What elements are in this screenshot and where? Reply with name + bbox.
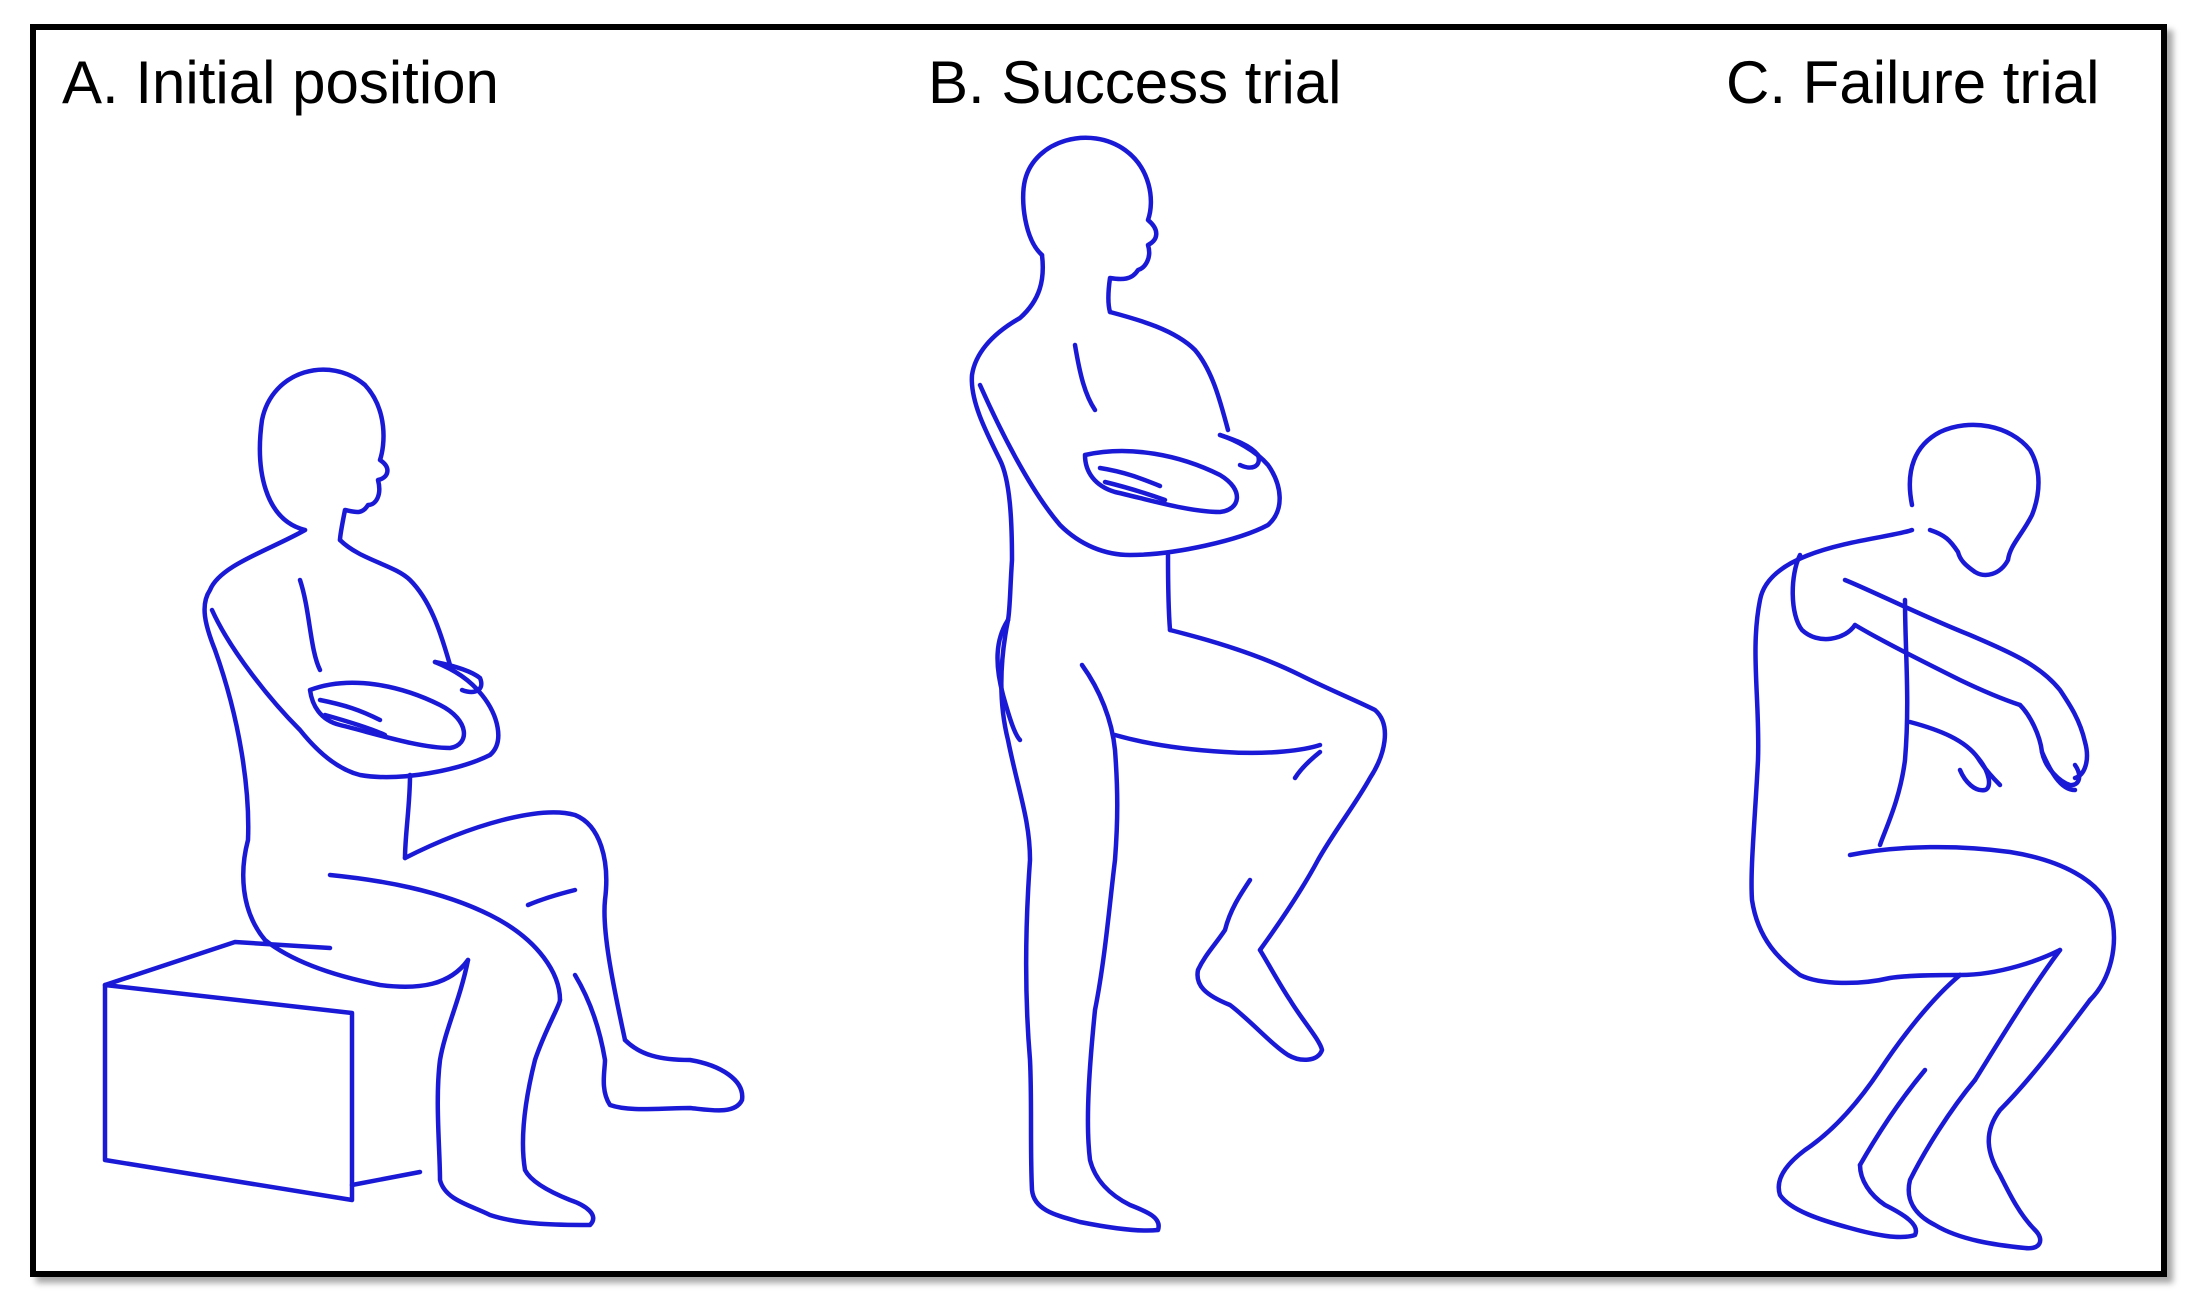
panel-a-illustration	[102, 367, 745, 1228]
seated-person-figure	[202, 367, 745, 1228]
failing-person-figure	[1749, 422, 2117, 1251]
box-seat	[102, 939, 423, 1203]
figure-frame	[30, 24, 2167, 1277]
panel-c-illustration	[1749, 422, 2117, 1251]
panel-b-title: B. Success trial	[928, 49, 1342, 116]
panel-c-title: C. Failure trial	[1726, 49, 2100, 116]
standing-person-figure	[969, 135, 1388, 1233]
panel-a-title: A. Initial position	[62, 49, 499, 116]
panel-b-illustration	[969, 135, 1388, 1233]
